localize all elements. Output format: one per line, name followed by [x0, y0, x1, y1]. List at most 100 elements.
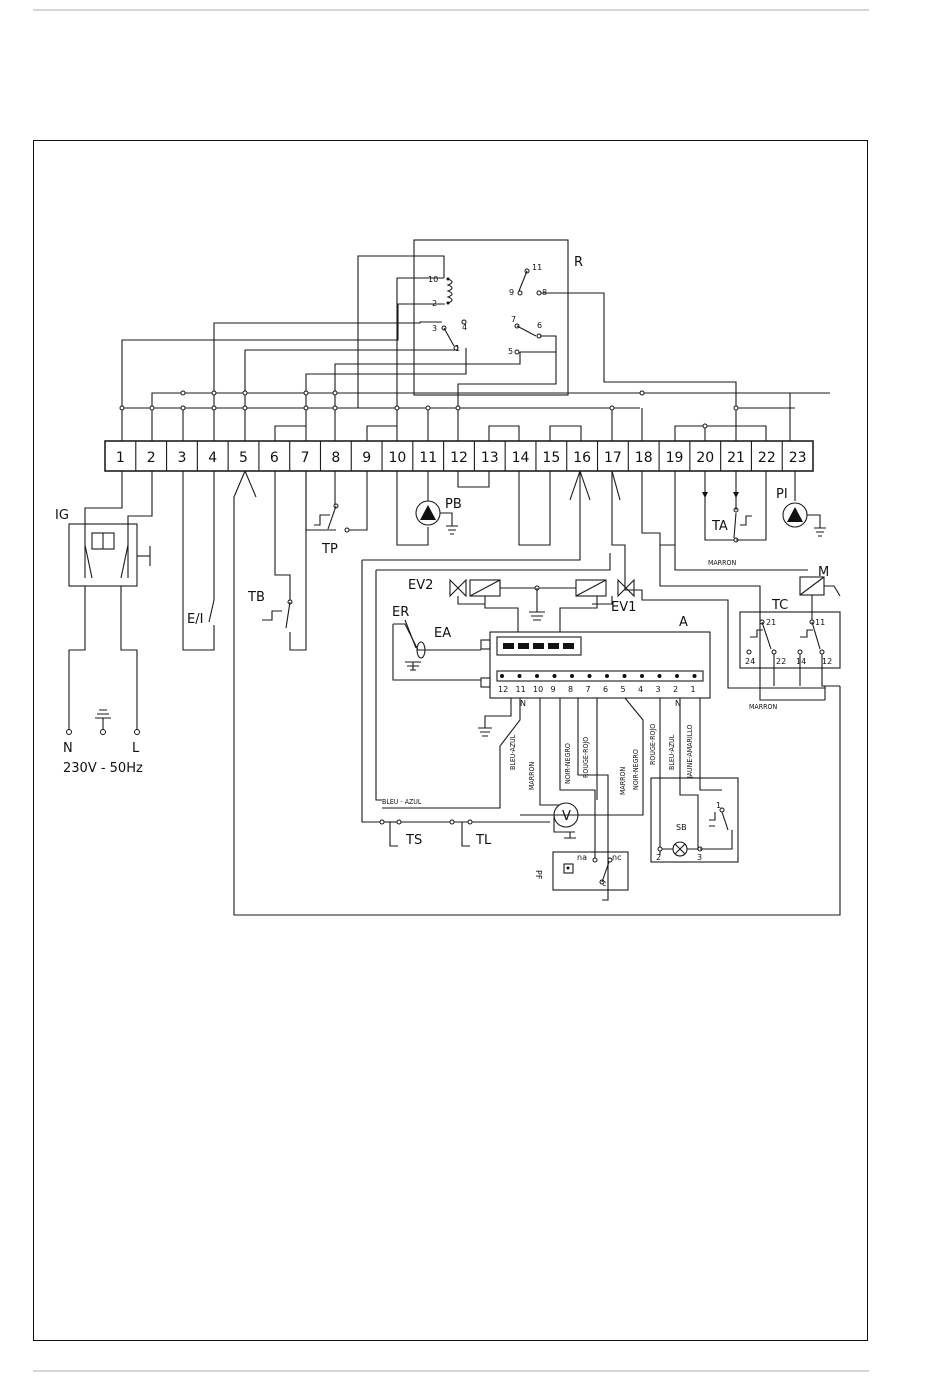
- control-unit-pin-number: 4: [638, 685, 643, 694]
- control-unit-pin: [587, 674, 592, 678]
- terminal-number: 21: [727, 450, 745, 466]
- control-unit-pin-number: 8: [568, 685, 573, 694]
- svg-text:7: 7: [511, 315, 516, 324]
- svg-text:11: 11: [815, 618, 825, 627]
- ground-icon: [440, 512, 458, 535]
- svg-text:M: M: [818, 565, 829, 580]
- terminal-number: 22: [758, 450, 776, 466]
- display-segment: [548, 643, 559, 649]
- svg-text:2: 2: [656, 853, 661, 862]
- pressostat-pf: PF na nc c: [534, 851, 629, 891]
- svg-text:E/I: E/I: [187, 612, 203, 627]
- svg-text:MARRON: MARRON: [708, 559, 736, 567]
- room-thermostat-ta: TA: [702, 471, 767, 543]
- control-unit-pin: [622, 674, 627, 678]
- svg-text:BLEU - AZUL: BLEU - AZUL: [382, 798, 422, 806]
- control-unit-pin: [500, 674, 504, 678]
- control-unit-pin: [535, 674, 539, 678]
- terminal-number: 11: [419, 450, 437, 466]
- terminal-number: 12: [450, 450, 468, 466]
- control-unit-pin: [675, 674, 679, 678]
- svg-text:PF: PF: [534, 870, 543, 880]
- svg-text:TA: TA: [711, 519, 728, 534]
- svg-text:6: 6: [537, 321, 542, 330]
- terminal-number: 15: [542, 450, 560, 466]
- control-unit-pin-number: 5: [621, 685, 626, 694]
- control-unit-pin-number: 10: [533, 685, 543, 694]
- indicator-sb: SB 2 3 1: [650, 777, 739, 863]
- svg-text:ROUGE-ROJO: ROUGE-ROJO: [649, 724, 657, 765]
- svg-text:24: 24: [745, 657, 755, 666]
- svg-text:NOIR-NEGRO: NOIR-NEGRO: [632, 749, 640, 790]
- svg-text:BLEU-AZUL: BLEU-AZUL: [509, 734, 517, 770]
- terminal-number: 18: [635, 450, 653, 466]
- svg-text:TL: TL: [475, 833, 492, 848]
- svg-text:PB: PB: [445, 497, 462, 512]
- svg-text:3: 3: [697, 853, 702, 862]
- ground-icon: [478, 698, 512, 737]
- svg-text:na: na: [577, 853, 587, 862]
- display-segment: [563, 643, 574, 649]
- control-unit-pin: [657, 674, 662, 678]
- svg-text:SB: SB: [676, 823, 687, 832]
- control-unit-pin-number: 11: [516, 685, 526, 694]
- terminal-number: 13: [481, 450, 499, 466]
- svg-text:BLEU-AZUL: BLEU-AZUL: [668, 734, 676, 770]
- relay-r-label: R: [574, 255, 583, 270]
- control-unit-pin-number: 9: [551, 685, 556, 694]
- svg-text:N: N: [63, 741, 73, 756]
- switch-ei: E/I: [182, 471, 215, 651]
- pump-pb: PB: [396, 471, 462, 546]
- svg-text:TP: TP: [321, 542, 338, 557]
- svg-text:3: 3: [432, 324, 437, 333]
- valves-ev: EV2 EV1: [408, 578, 636, 632]
- terminal-number: 16: [573, 450, 591, 466]
- svg-text:MARRON: MARRON: [528, 762, 536, 790]
- display-segment: [533, 643, 544, 649]
- svg-text:NOIR-NEGRO: NOIR-NEGRO: [564, 743, 572, 784]
- terminal-number: 4: [208, 450, 217, 466]
- control-unit-pin-number: 12: [498, 685, 508, 694]
- control-unit-pin-number: 7: [586, 685, 591, 694]
- control-unit-pin-number: 3: [656, 685, 661, 694]
- pump-icon: [420, 505, 436, 520]
- pump-icon: [787, 507, 803, 522]
- ground-icon: [807, 514, 826, 537]
- svg-text:14: 14: [796, 657, 806, 666]
- terminal-number: 8: [331, 450, 340, 466]
- svg-text:ROUGE-ROJO: ROUGE-ROJO: [582, 737, 590, 778]
- display-segment: [503, 643, 514, 649]
- ground-icon: [564, 832, 576, 839]
- pressostat-tp: TP: [305, 471, 368, 557]
- svg-text:L: L: [132, 741, 140, 756]
- svg-text:TS: TS: [405, 833, 422, 848]
- svg-text:230V - 50Hz: 230V - 50Hz: [63, 761, 143, 776]
- svg-text:ER: ER: [392, 605, 409, 620]
- terminal-number: 17: [604, 450, 622, 466]
- control-unit-pin: [517, 674, 522, 678]
- terminal-number: 5: [239, 450, 248, 466]
- svg-text:c: c: [602, 879, 606, 888]
- svg-text:12: 12: [822, 657, 832, 666]
- terminal-number: 6: [270, 450, 279, 466]
- control-unit-pin: [552, 674, 557, 678]
- svg-text:10: 10: [428, 275, 438, 284]
- motor-m-and-tc: M MARRON TC 21 24 22 11 14 12 MARRON: [611, 471, 841, 711]
- terminal-number: 19: [666, 450, 684, 466]
- svg-text:IG: IG: [55, 508, 69, 523]
- terminal-number: 7: [301, 450, 310, 466]
- control-wires: BLEU-AZUL MARRON NOIR-NEGRO ROUGE-ROJO M…: [361, 470, 722, 901]
- svg-text:22: 22: [776, 657, 786, 666]
- svg-text:A: A: [679, 615, 688, 630]
- electrodes: ER EA: [392, 605, 481, 681]
- terminal-number: 20: [696, 450, 714, 466]
- terminal-number: 14: [512, 450, 530, 466]
- svg-text:TB: TB: [247, 590, 265, 605]
- bottom-rule: [33, 1370, 869, 1372]
- svg-text:N: N: [675, 699, 681, 708]
- control-unit-pin-number: 6: [603, 685, 608, 694]
- upper-wiring: [119, 255, 830, 441]
